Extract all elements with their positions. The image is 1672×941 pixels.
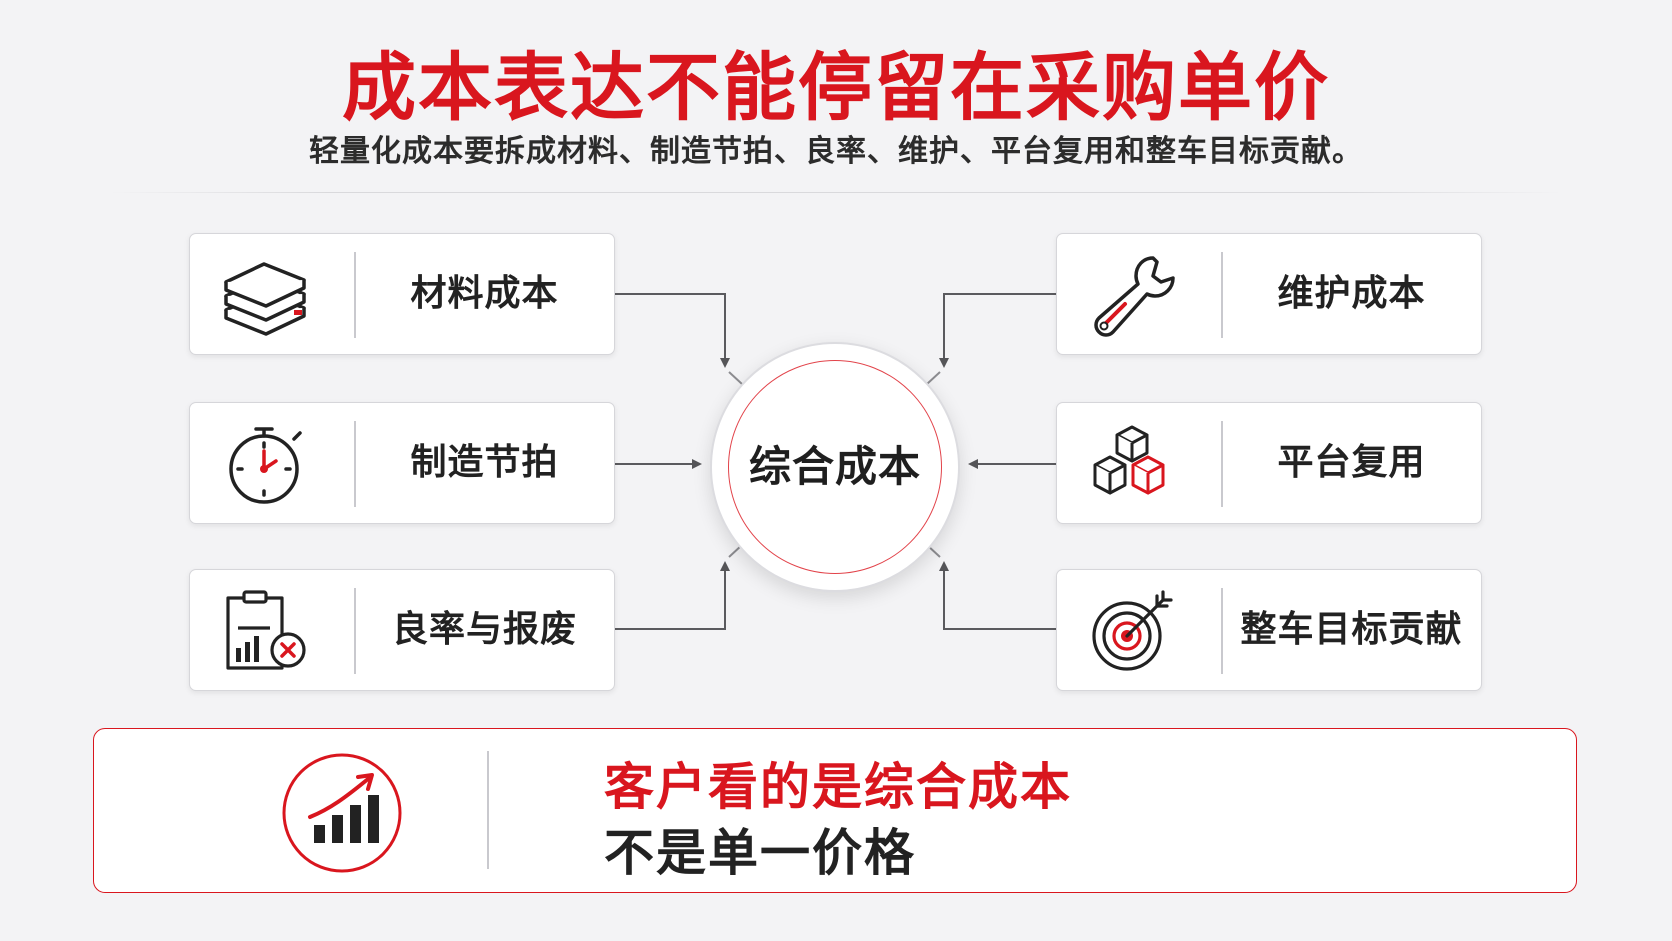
card-separator (354, 252, 356, 338)
connector-yield (615, 561, 730, 630)
target-arrow-icon (1087, 588, 1177, 674)
clipboard-chart-reject-icon (220, 588, 310, 674)
callout-subline: 不是单一价格 (604, 824, 916, 882)
card-label: 整车目标贡献 (1240, 609, 1463, 650)
card-label: 维护成本 (1277, 273, 1426, 314)
callout-headline: 客户看的是综合成本 (604, 758, 1072, 816)
card-yield-scrap: 良率与报废 (189, 569, 615, 691)
page-title: 成本表达不能停留在采购单价 (342, 45, 1330, 131)
card-label: 平台复用 (1277, 442, 1426, 483)
card-separator (1221, 252, 1223, 338)
card-material-cost: 材料成本 (189, 233, 615, 355)
conclusion-callout: 客户看的是综合成本 不是单一价格 (93, 728, 1577, 893)
card-platform-reuse: 平台复用 (1056, 402, 1482, 524)
hub-label: 综合成本 (748, 442, 921, 491)
card-separator (354, 421, 356, 507)
connector-target (939, 561, 1056, 630)
hub-inner-ring (728, 360, 942, 574)
card-separator (1221, 421, 1223, 507)
callout-separator (487, 751, 489, 869)
connector-material (615, 293, 730, 368)
wrench-icon (1087, 252, 1177, 338)
rising-bar-chart-icon (280, 751, 404, 875)
header-divider (110, 192, 1562, 193)
stopwatch-icon (220, 421, 310, 507)
stacked-cubes-icon (1087, 421, 1177, 507)
card-separator (354, 588, 356, 674)
card-label: 材料成本 (410, 273, 559, 314)
card-cycle-time: 制造节拍 (189, 402, 615, 524)
hub-total-cost: 综合成本 (710, 342, 960, 592)
page-subtitle: 轻量化成本要拆成材料、制造节拍、良率、维护、平台复用和整车目标贡献。 (309, 134, 1363, 169)
card-label: 良率与报废 (391, 609, 577, 650)
card-separator (1221, 588, 1223, 674)
card-maintenance-cost: 维护成本 (1056, 233, 1482, 355)
card-vehicle-target: 整车目标贡献 (1056, 569, 1482, 691)
connector-maintenance (939, 293, 1056, 368)
card-label: 制造节拍 (410, 442, 559, 483)
layered-sheets-icon (220, 252, 310, 338)
